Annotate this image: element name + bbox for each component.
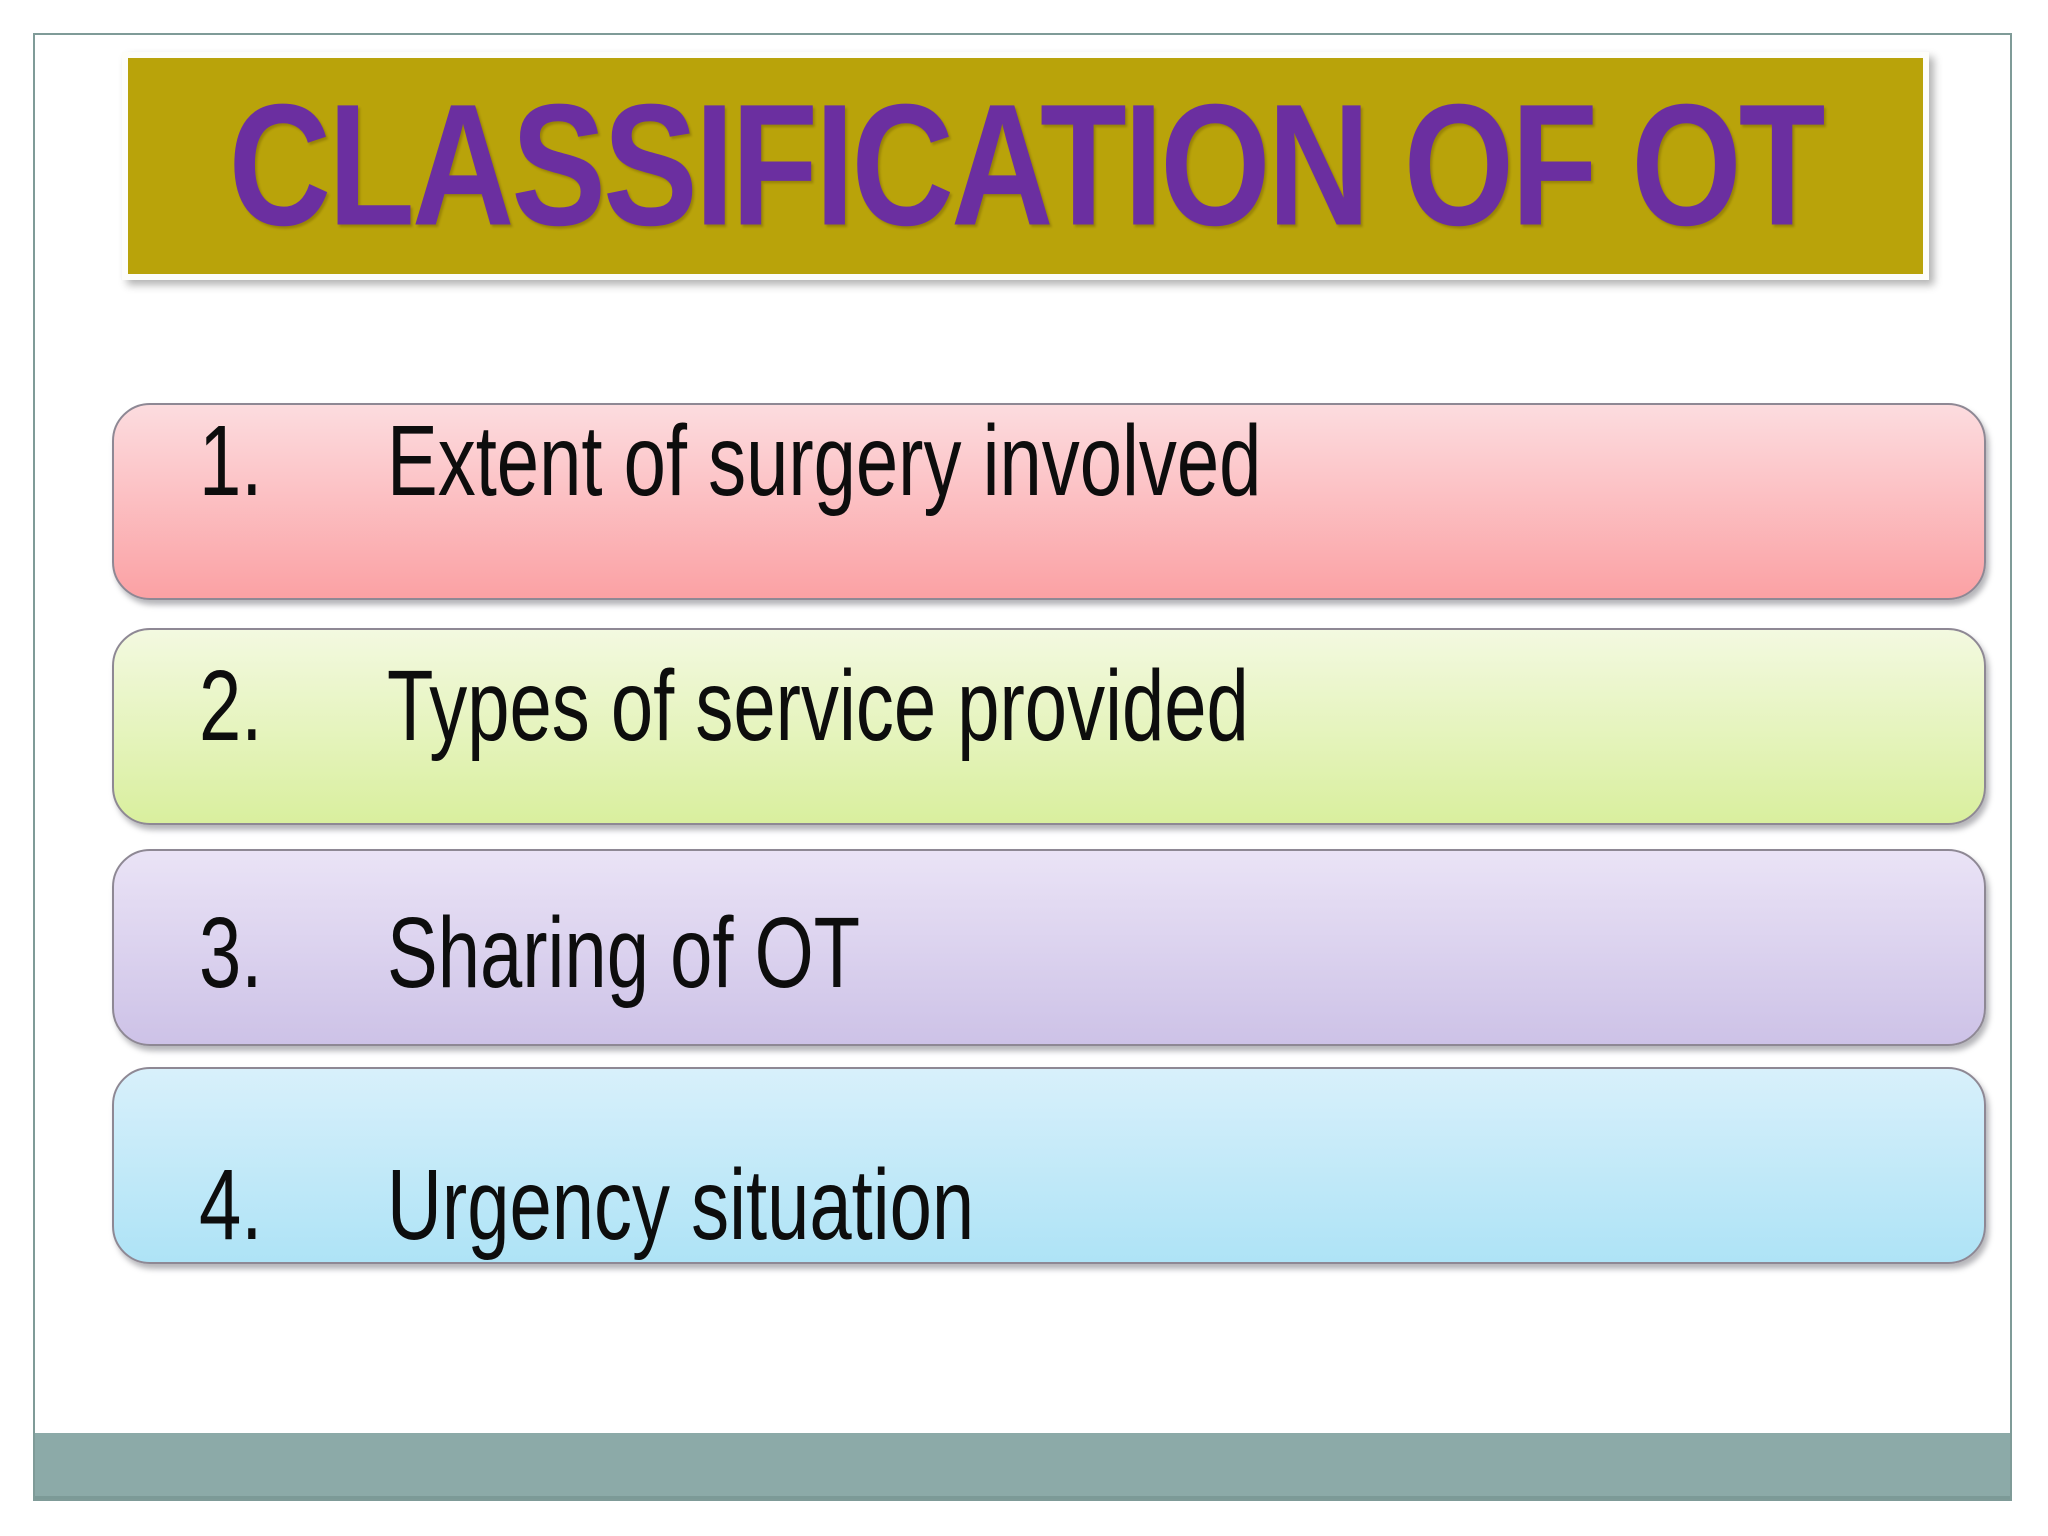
list-item-sharing-of-ot: 3. Sharing of OT xyxy=(112,849,1986,1046)
list-item-types-of-service: 2. Types of service provided xyxy=(112,628,1986,825)
item-number: 1. xyxy=(199,405,263,518)
slide-title-bar: CLASSIFICATION OF OT xyxy=(122,52,1929,280)
item-label: Extent of surgery involved xyxy=(387,405,1262,518)
list-item-line: 3. Sharing of OT xyxy=(199,896,860,1011)
slide-frame: CLASSIFICATION OF OT 1. Extent of surger… xyxy=(33,33,2012,1501)
item-number: 2. xyxy=(199,650,263,763)
list-item-urgency-situation: 4. Urgency situation xyxy=(112,1067,1986,1264)
list-item-line: 4. Urgency situation xyxy=(199,1148,975,1262)
list-item-line: 1. Extent of surgery involved xyxy=(199,405,1262,519)
item-label: Types of service provided xyxy=(387,650,1249,763)
item-label: Sharing of OT xyxy=(387,897,861,1010)
list-item-extent-of-surgery: 1. Extent of surgery involved xyxy=(112,403,1986,600)
list-item-line: 2. Types of service provided xyxy=(199,649,1249,764)
footer-bar xyxy=(35,1433,2010,1499)
item-label: Urgency situation xyxy=(387,1149,975,1262)
item-number: 4. xyxy=(199,1149,263,1262)
slide-title: CLASSIFICATION OF OT xyxy=(228,68,1826,263)
item-number: 3. xyxy=(199,897,263,1010)
